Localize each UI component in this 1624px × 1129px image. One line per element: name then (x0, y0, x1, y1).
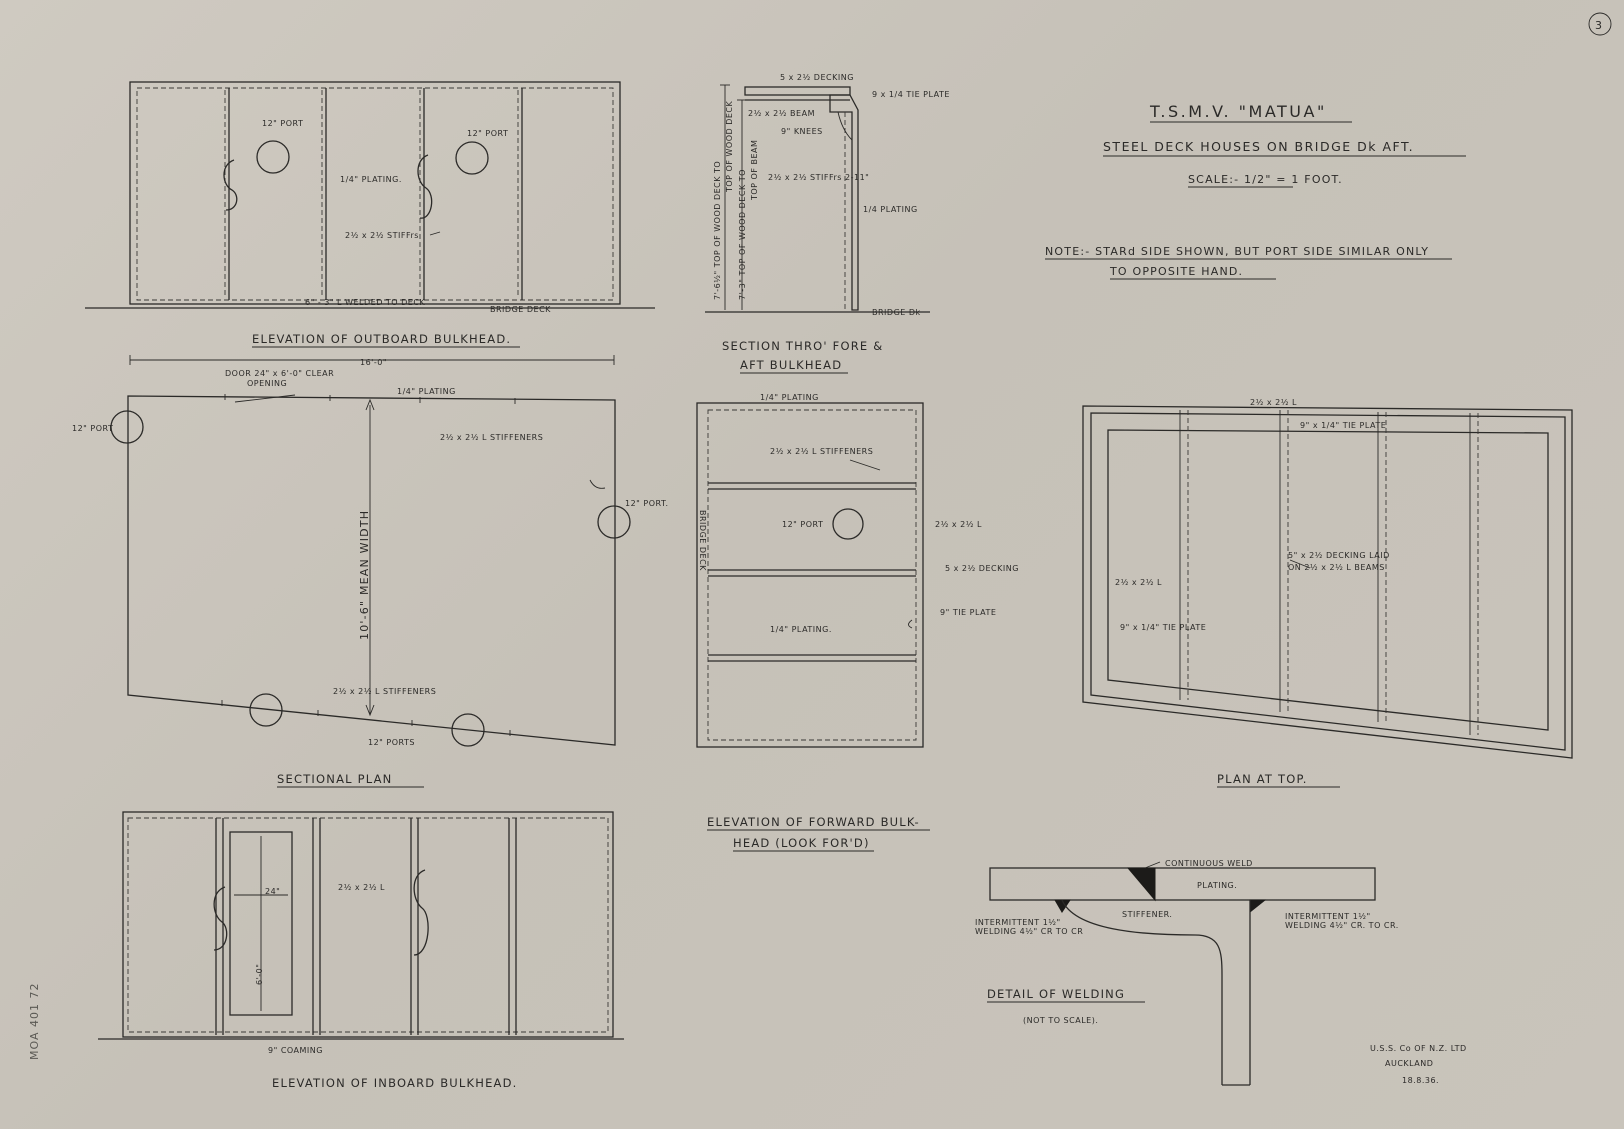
section-knees-label: 9" KNEES (781, 127, 823, 136)
drawing-subtitle: STEEL DECK HOUSES ON BRIDGE Dk AFT. (1103, 139, 1414, 154)
plan-port-right-label: 12" PORT. (625, 499, 668, 508)
welding-plating-label: PLATING. (1197, 881, 1237, 890)
welding-intermittent-left-1: INTERMITTENT 1½" (975, 918, 1061, 927)
top-tie-plate-left-label: 9" x 1/4" TIE PLATE (1120, 623, 1206, 632)
section-dim-line-4: TOP OF BEAM (750, 140, 759, 201)
plan-stiffeners-top-label: 2½ x 2½ L STIFFENERS (440, 433, 543, 442)
forward-caption-line-2: HEAD (LOOK FOR'D) (733, 836, 870, 850)
inboard-door-height: 6'-0" (255, 964, 264, 985)
forward-bulkhead-elevation (696, 402, 924, 748)
top-tie-plate-label: 9" x 1/4" TIE PLATE (1300, 421, 1386, 430)
footer-place: AUCKLAND (1385, 1059, 1433, 1068)
plan-port-left-label: 12" PORT (72, 424, 113, 433)
top-decking-label-2: ON 2½ x 2½ L BEAMS (1288, 563, 1385, 572)
welding-intermittent-left-2: WELDING 4½" CR TO CR (975, 927, 1083, 936)
section-beam-label: 2½ x 2½ BEAM (748, 109, 815, 118)
outboard-stiffeners-label: 2½ x 2½ STIFFrs (345, 231, 419, 240)
section-fore-aft-bulkhead (705, 84, 930, 313)
sheet-number-circle (1588, 12, 1612, 36)
plan-mean-width-label: 10'-6" MEAN WIDTH (358, 510, 371, 640)
top-decking-label: 5" x 2½ DECKING LAID (1288, 551, 1390, 560)
forward-caption-line-1: ELEVATION OF FORWARD BULK- (707, 815, 920, 829)
forward-tie-plate-label: 9" TIE PLATE (940, 608, 996, 617)
plan-width-dimension: 16'-0" (360, 358, 387, 367)
top-caption: PLAN AT TOP. (1217, 772, 1308, 786)
inboard-coaming-label: 9" COAMING (268, 1046, 323, 1055)
section-dim-line-2: TOP OF WOOD DECK (725, 101, 734, 194)
outboard-port-left-label: 12" PORT (262, 119, 303, 128)
section-caption-line-2: AFT BULKHEAD (740, 358, 842, 372)
forward-port-label: 12" PORT (782, 520, 823, 529)
inboard-angle-label: 2½ x 2½ L (338, 883, 385, 892)
sectional-plan (110, 355, 631, 747)
footer-date: 18.8.36. (1402, 1076, 1439, 1085)
forward-angle-label: 2½ x 2½ L (935, 520, 982, 529)
welding-intermittent-right-1: INTERMITTENT 1½" (1285, 912, 1371, 921)
outboard-port-right-label: 12" PORT (467, 129, 508, 138)
inboard-door-width: 24" (265, 887, 280, 896)
plan-ports-bottom-label: 12" PORTS (368, 738, 415, 747)
plan-door-label: DOOR 24" x 6'-0" CLEAR (225, 369, 334, 378)
forward-plating-top-label: 1/4" PLATING (760, 393, 819, 402)
forward-decking-label: 5 x 2½ DECKING (945, 564, 1019, 573)
welding-continuous-label: CONTINUOUS WELD (1165, 859, 1253, 868)
outboard-plating-label: 1/4" PLATING. (340, 175, 402, 184)
footer-company: U.S.S. Co OF N.Z. LTD (1370, 1044, 1467, 1053)
section-stiffeners-label: 2½ x 2½ STIFFrs 2-11" (768, 173, 869, 182)
margin-handwritten-note: MOA 401 72 (28, 983, 41, 1060)
inboard-bulkhead-elevation (98, 811, 624, 1040)
section-caption-line-1: SECTION THRO' FORE & (722, 339, 883, 353)
plan-at-top (1082, 405, 1573, 759)
section-dim-line-3: 7'-3" TOP OF WOOD DECK TO (738, 169, 747, 300)
top-angle-left-label: 2½ x 2½ L (1115, 578, 1162, 587)
drawing-scale: SCALE:- 1/2" = 1 FOOT. (1188, 173, 1343, 186)
forward-stiffeners-label: 2½ x 2½ L STIFFENERS (770, 447, 873, 456)
drawing-title: T.S.M.V. "MATUA" (1149, 102, 1327, 121)
outboard-bridge-deck-label: BRIDGE DECK (490, 305, 551, 314)
section-decking-label: 5 x 2½ DECKING (780, 73, 854, 82)
outboard-welded-label: 6" - 3" L WELDED TO DECK (305, 298, 425, 307)
outboard-caption: ELEVATION OF OUTBOARD BULKHEAD. (252, 332, 511, 346)
plan-stiffeners-bottom-label: 2½ x 2½ L STIFFENERS (333, 687, 436, 696)
forward-plating-label: 1/4" PLATING. (770, 625, 832, 634)
drawing-note-line-2: TO OPPOSITE HAND. (1109, 265, 1243, 278)
outboard-bulkhead-elevation (85, 81, 655, 309)
section-plating-label: 1/4 PLATING (863, 205, 918, 214)
welding-detail (989, 861, 1376, 1086)
sheet-number: 3 (1595, 19, 1603, 32)
plan-opening-label: OPENING (247, 379, 287, 388)
top-angle-label: 2½ x 2½ L (1250, 398, 1297, 407)
section-tie-plate-label: 9 x 1/4 TIE PLATE (872, 90, 950, 99)
welding-stiffener-label: STIFFENER. (1122, 910, 1172, 919)
inboard-caption: ELEVATION OF INBOARD BULKHEAD. (272, 1076, 518, 1090)
welding-caption: DETAIL OF WELDING (987, 987, 1125, 1001)
plan-caption: SECTIONAL PLAN (277, 772, 392, 786)
section-dim-line-1: 7'-6½" TOP OF WOOD DECK TO (713, 161, 722, 300)
forward-bridge-deck-label: BRIDGE DECK (698, 510, 707, 571)
section-bridge-deck-label: BRIDGE Dk (872, 308, 921, 317)
plan-plating-label: 1/4" PLATING (397, 387, 456, 396)
welding-not-to-scale: (NOT TO SCALE). (1023, 1016, 1098, 1025)
welding-intermittent-right-2: WELDING 4½" CR. TO CR. (1285, 921, 1399, 930)
drawing-note-line-1: NOTE:- STARd SIDE SHOWN, BUT PORT SIDE S… (1045, 245, 1429, 258)
